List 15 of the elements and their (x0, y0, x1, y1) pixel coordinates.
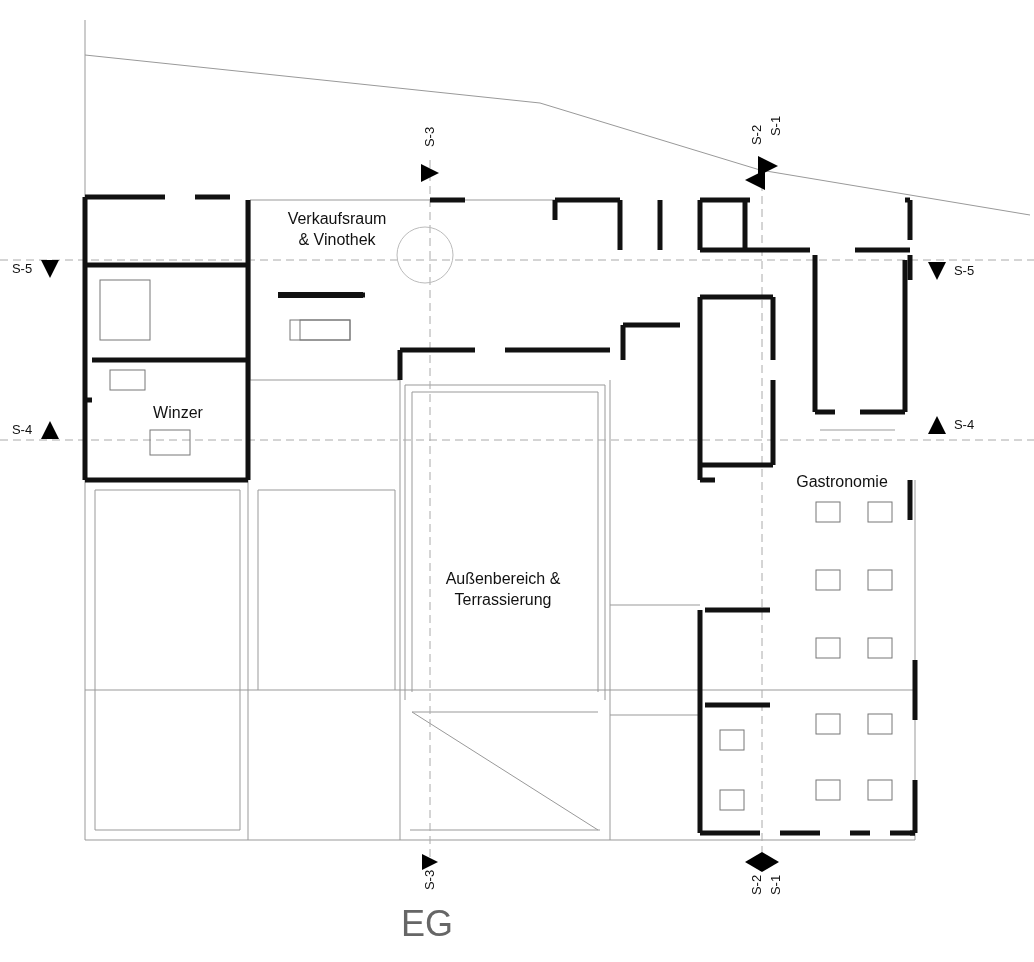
section-label: S-3 (421, 869, 438, 891)
section-label: S-1 (767, 874, 784, 896)
room-label: Gastronomie (795, 471, 889, 492)
section-label: S-5 (953, 262, 975, 280)
section-label: S-4 (11, 421, 33, 439)
section-label: S-2 (748, 874, 765, 896)
section-label: S-4 (953, 416, 975, 434)
room-label: Verkaufsraum & Vinothek (286, 209, 388, 250)
section-label: S-3 (421, 126, 438, 148)
section-label: S-1 (767, 115, 784, 137)
room-label: Winzer (152, 402, 204, 423)
floor-title: EG (401, 903, 453, 945)
section-label: S-5 (11, 260, 33, 278)
section-label: S-2 (748, 124, 765, 146)
room-label: Außenbereich & Terrassierung (444, 569, 562, 610)
